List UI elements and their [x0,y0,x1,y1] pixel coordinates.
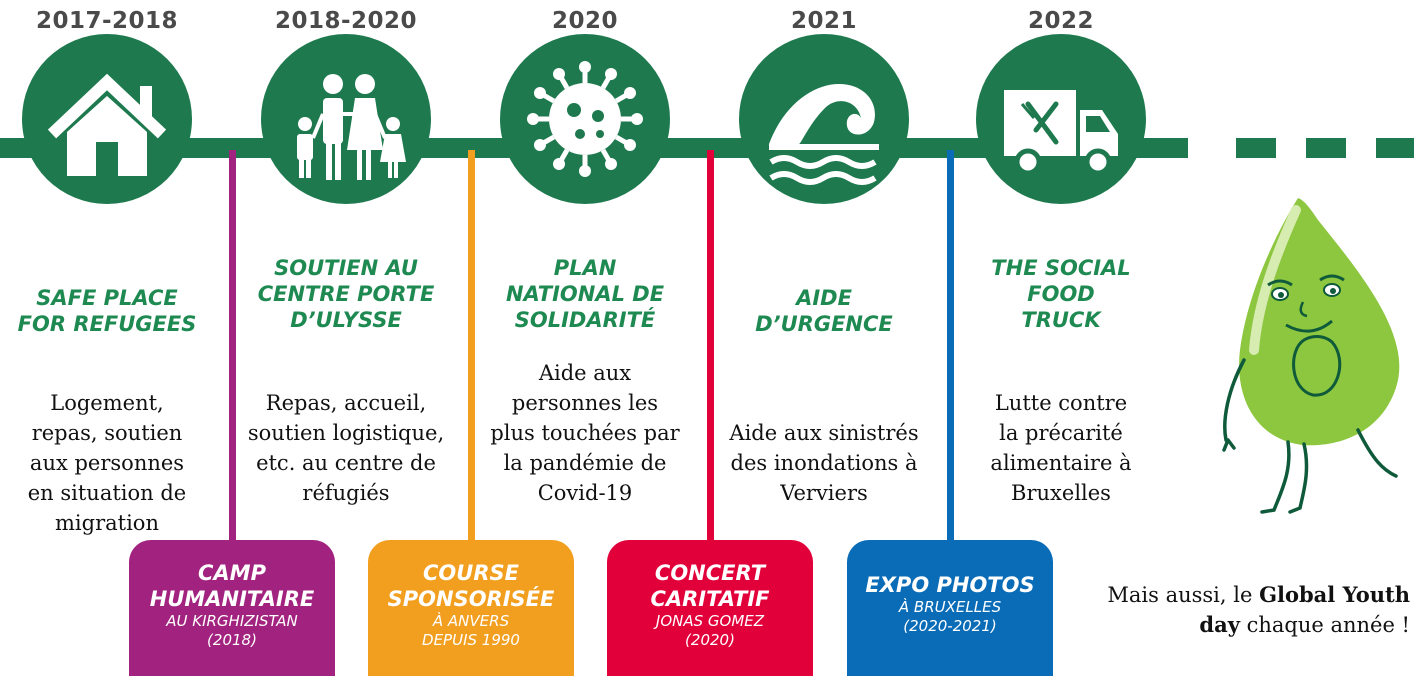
footnote-highlight: Global Youth day [1199,582,1410,637]
footnote-prefix: Mais aussi, le [1107,583,1260,607]
family-icon [297,74,406,180]
year-label: 2020 [551,8,618,34]
house-icon [47,73,167,176]
event-subtitle: AU KIRGHIZISTAN(2018) [166,612,298,649]
footnote: Mais aussi, le Global Youth day chaque a… [1080,580,1410,640]
wave-icon [769,84,879,185]
event-title: EXPO PHOTOS [865,573,1035,597]
connector-line-camp [229,150,236,542]
milestone-circle [500,34,670,204]
year-label: 2018-2020 [274,8,418,34]
year-label: 2022 [1027,8,1094,34]
year-label: 2017-2018 [35,8,179,34]
event-subtitle: JONAS GOMEZ(2020) [655,612,765,649]
timeline-dash [1236,138,1276,158]
timeline-dash [1306,138,1346,158]
virus-icon [527,61,643,177]
milestone-circle [261,34,431,204]
milestone-circle [739,34,909,204]
food-truck-icon [1004,90,1118,176]
milestone-circle [976,34,1146,204]
avocado-mascot-icon [1222,198,1400,514]
event-subtitle: À BRUXELLES(2020-2021) [898,598,1002,635]
connector-line-course [468,150,475,542]
connector-line-expo [947,150,954,542]
footnote-suffix: chaque année ! [1239,613,1410,637]
year-label: 2021 [790,8,857,34]
connector-line-concert [707,150,714,542]
milestone-description: Repas, accueil,soutien logistique,etc. a… [247,391,445,505]
timeline-dash [1376,138,1414,158]
milestone-circle [22,34,192,204]
